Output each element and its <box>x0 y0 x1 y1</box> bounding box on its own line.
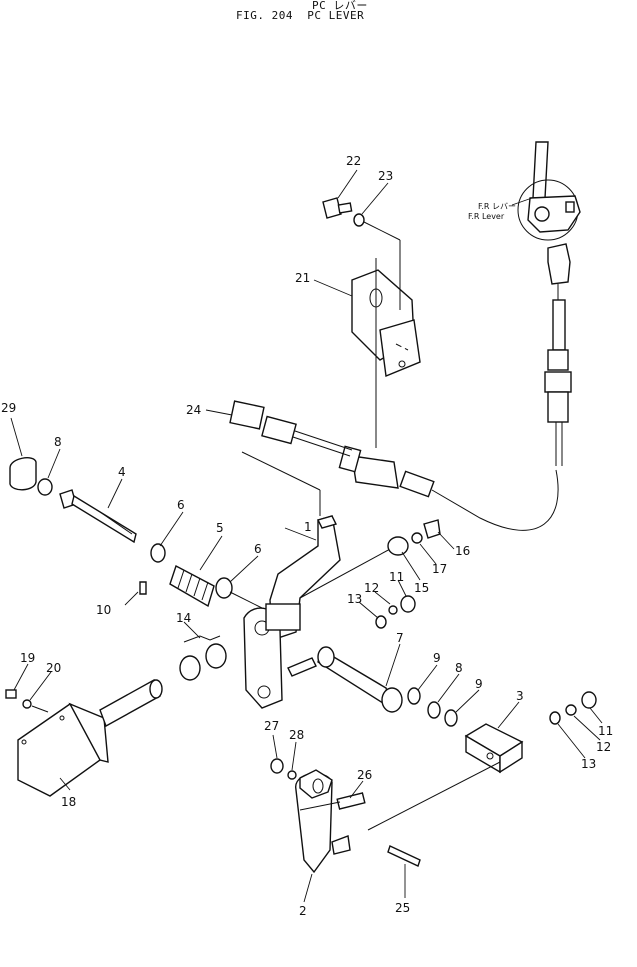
bushing-14b <box>205 643 227 669</box>
callout-6a: 6 <box>177 498 185 512</box>
callout-10: 10 <box>96 603 111 617</box>
nut-6 <box>150 543 166 563</box>
pin-10 <box>139 581 147 595</box>
cap-29 <box>9 457 37 491</box>
callout-5: 5 <box>216 521 224 535</box>
callout-13b: 13 <box>581 757 596 771</box>
callout-17: 17 <box>432 562 447 576</box>
bushing-14a <box>179 655 201 681</box>
callout-26: 26 <box>357 768 372 782</box>
long-bolt-4 <box>59 489 137 544</box>
pin-25 <box>387 845 421 867</box>
callout-16: 16 <box>455 544 470 558</box>
nut-11-lower <box>581 691 597 709</box>
callout-24: 24 <box>186 403 201 417</box>
washer-13-upper <box>375 615 387 629</box>
fr-lever-label-jp: F.R レバー <box>478 202 516 211</box>
callout-28: 28 <box>289 728 304 742</box>
nut-9a <box>407 687 421 705</box>
spring-5 <box>169 564 215 608</box>
callout-12b: 12 <box>596 740 611 754</box>
nut-9b <box>444 709 458 727</box>
plate-washer-15 <box>387 536 409 556</box>
callout-1: 1 <box>304 520 312 534</box>
callout-18: 18 <box>61 795 76 809</box>
callout-25: 25 <box>395 901 410 915</box>
bolt-22 <box>322 197 353 219</box>
washer-13-lower <box>549 711 561 725</box>
callout-11a: 11 <box>389 570 404 584</box>
washer-28 <box>287 770 297 780</box>
bracket-18 <box>17 678 163 797</box>
callout-numbers: 1 2 3 4 5 6 6 7 8 8 9 9 10 11 11 12 12 1… <box>1 154 613 918</box>
figure-title: FIG. 204 PC LEVER <box>236 9 365 22</box>
callout-22: 22 <box>346 154 361 168</box>
figure-subtitle: PC レバー <box>312 0 368 12</box>
lever-2 <box>295 769 351 874</box>
washer-20 <box>22 699 32 709</box>
lever-1 <box>243 515 341 709</box>
washer-23 <box>353 213 365 227</box>
callout-7: 7 <box>396 631 404 645</box>
callout-6b: 6 <box>254 542 262 556</box>
callout-14: 14 <box>176 611 191 625</box>
ring-8-lower <box>427 701 441 719</box>
lock-washer-12-lower <box>565 704 577 716</box>
callout-29: 29 <box>1 401 16 415</box>
pipe-7 <box>317 646 403 713</box>
block-3 <box>464 723 524 774</box>
lock-washer-12-upper <box>388 605 398 615</box>
callout-2: 2 <box>299 904 307 918</box>
bolt-19 <box>5 689 17 699</box>
callout-8a: 8 <box>54 435 62 449</box>
bracket-21 <box>351 269 421 377</box>
bolt-16 <box>423 519 441 539</box>
callout-12a: 12 <box>364 581 379 595</box>
leader-lines <box>10 169 603 903</box>
callout-23: 23 <box>378 169 393 183</box>
washer-6 <box>215 577 233 599</box>
callout-19: 19 <box>20 651 35 665</box>
nut-27 <box>270 758 284 774</box>
callout-27: 27 <box>264 719 279 733</box>
callout-20: 20 <box>46 661 61 675</box>
nut-11-upper <box>400 595 416 613</box>
callout-21: 21 <box>295 271 310 285</box>
washer-17 <box>411 532 423 544</box>
callout-9b: 9 <box>475 677 483 691</box>
callout-11b: 11 <box>598 724 613 738</box>
callout-8b: 8 <box>455 661 463 675</box>
ring-8-upper <box>37 478 53 496</box>
fr-lever-inset: F.R レバー F.R Lever <box>468 141 581 241</box>
callout-15: 15 <box>414 581 429 595</box>
callout-4: 4 <box>118 465 126 479</box>
callout-9a: 9 <box>433 651 441 665</box>
fr-lever-label-en: F.R Lever <box>468 212 505 221</box>
bolt-26 <box>299 792 366 811</box>
callout-13a: 13 <box>347 592 362 606</box>
control-cable <box>229 243 572 531</box>
callout-3: 3 <box>516 689 524 703</box>
